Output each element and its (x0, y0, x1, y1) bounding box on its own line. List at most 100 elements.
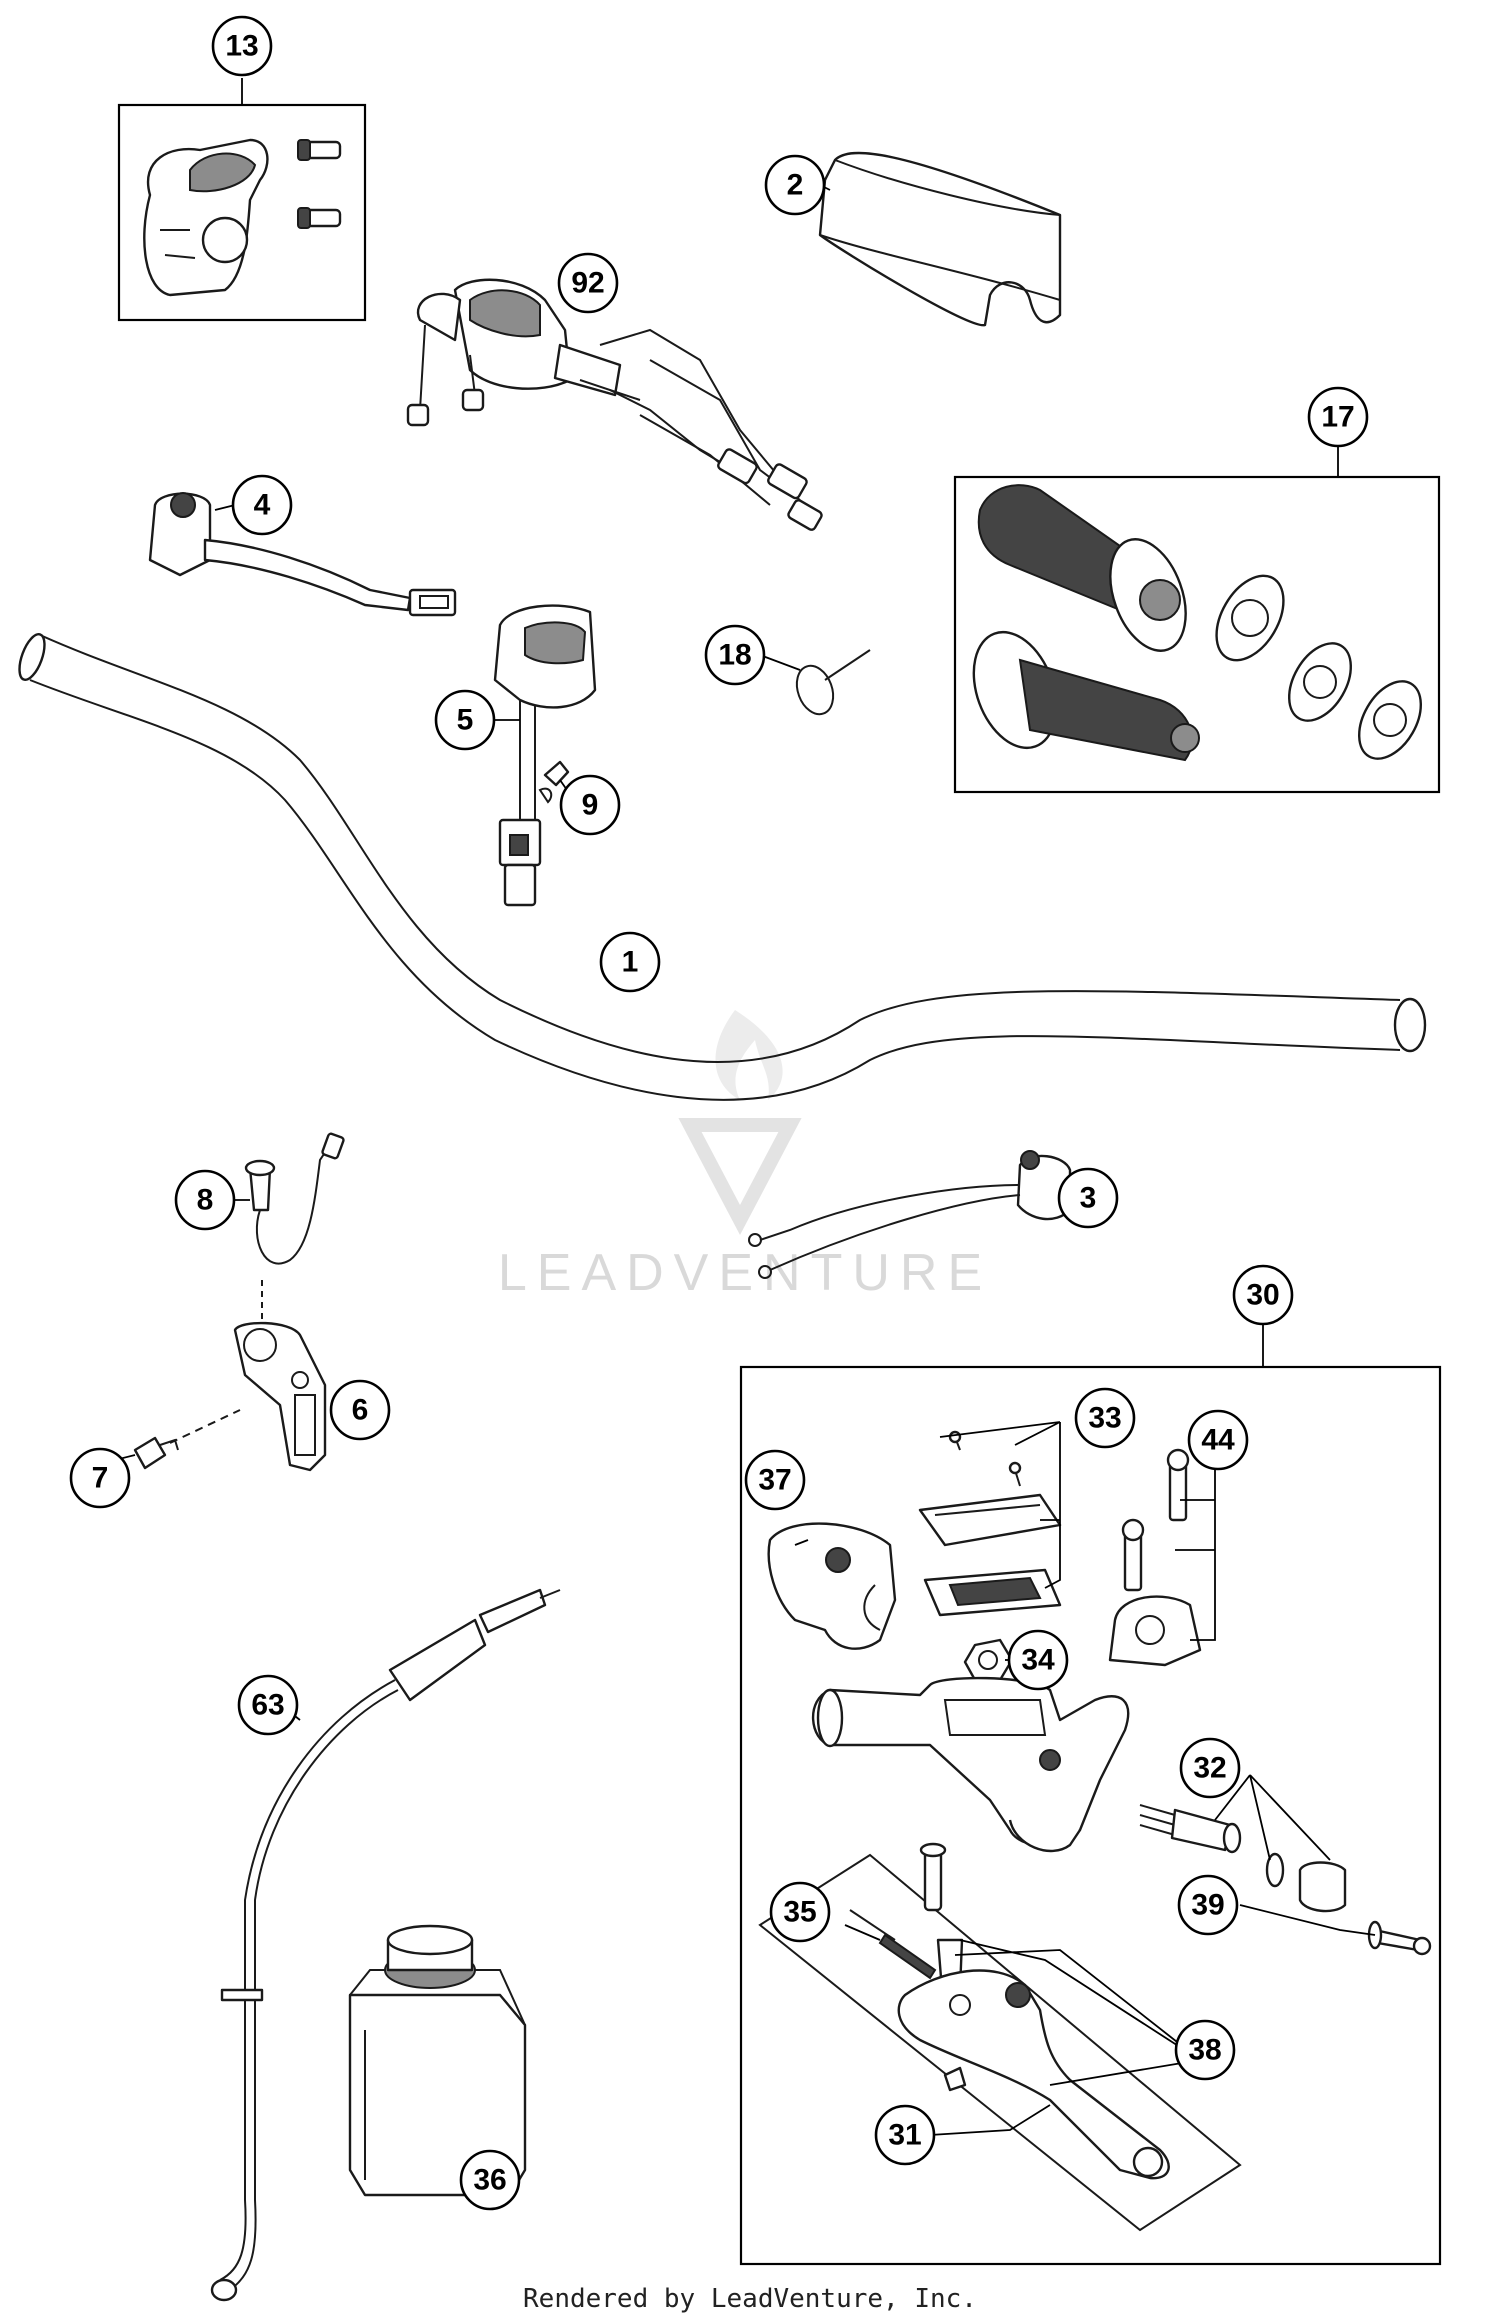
callout-circle (704, 624, 766, 686)
callout-circle (174, 1169, 236, 1231)
callout-31: 31 (874, 2104, 936, 2166)
callout-9: 9 (559, 774, 621, 836)
callout-6: 6 (329, 1379, 391, 1441)
part-5-map-switch (493, 604, 597, 907)
callout-number: 36 (473, 2164, 506, 2197)
callout-37: 37 (744, 1449, 806, 1511)
callout-8: 8 (174, 1169, 236, 1231)
callout-circle (769, 1881, 831, 1943)
callout-number: 6 (352, 1394, 369, 1427)
callout-number: 38 (1188, 2034, 1221, 2067)
callout-number: 39 (1191, 1889, 1224, 1922)
callout-number: 31 (888, 2119, 921, 2152)
callout-number: 33 (1088, 1402, 1121, 1435)
callout-5: 5 (434, 689, 496, 751)
part-36-fluid-bottle (348, 1924, 527, 2197)
callout-1: 1 (599, 931, 661, 993)
part-8-sensor (244, 1132, 345, 1320)
callout-34: 34 (1007, 1629, 1069, 1691)
callout-number: 44 (1201, 1424, 1235, 1457)
callout-number: 1 (622, 946, 639, 979)
callout-32: 32 (1179, 1737, 1241, 1799)
callout-circle (1187, 1409, 1249, 1471)
part-18-cable-tie (795, 649, 871, 716)
part-44-clamp-set (1108, 1448, 1202, 1667)
footer-credit: Rendered by LeadVenture, Inc. (523, 2284, 977, 2314)
part-1-handlebar (18, 632, 1427, 1101)
callout-4: 4 (231, 474, 293, 536)
callout-number: 7 (92, 1462, 109, 1495)
callout-number: 35 (783, 1896, 816, 1929)
callout-circle (231, 474, 293, 536)
callout-circle (744, 1449, 806, 1511)
callout-circle (1057, 1167, 1119, 1229)
callout-number: 18 (718, 639, 751, 672)
callout-2: 2 (764, 154, 826, 216)
part-6-bracket (233, 1321, 327, 1472)
callout-circle (874, 2104, 936, 2166)
box-30 (739, 1365, 1442, 2266)
master-cylinder-body (811, 1676, 1130, 1853)
part-34-nut (963, 1638, 1014, 1682)
callout-44: 44 (1187, 1409, 1249, 1471)
part-63-hose (210, 1588, 561, 2302)
callout-92: 92 (557, 252, 619, 314)
leader-lines (114, 78, 1376, 2186)
callout-circle (1232, 1264, 1294, 1326)
part-32-piston-kit (1139, 1804, 1347, 1913)
callout-36: 36 (459, 2149, 521, 2211)
callout-circle (557, 252, 619, 314)
callout-number: 8 (197, 1184, 214, 1217)
callout-number: 34 (1021, 1644, 1055, 1677)
part-17-grip-set (972, 484, 1422, 762)
callout-number: 92 (571, 267, 604, 300)
watermark: LEADVENTURE (498, 1010, 992, 1302)
callout-circle (237, 1674, 299, 1736)
callout-circle (599, 931, 661, 993)
part-33-cap-set (918, 1430, 1062, 1617)
callout-33: 33 (1074, 1387, 1136, 1449)
callout-18: 18 (704, 624, 766, 686)
callout-35: 35 (769, 1881, 831, 1943)
part-9-bulb (538, 760, 570, 804)
callout-63: 63 (237, 1674, 299, 1736)
part-92-throttle-assembly (406, 278, 823, 531)
callout-circle (1074, 1387, 1136, 1449)
part-2-handlebar-pad (818, 151, 1062, 327)
part-13-handlebar-clamp (143, 138, 342, 297)
part-4-switch (148, 492, 457, 617)
callout-circle (1007, 1629, 1069, 1691)
callout-circle (329, 1379, 391, 1441)
lever-assembly (758, 1842, 1242, 2232)
part-7-screw (133, 1409, 241, 1470)
part-3-switch (748, 1150, 1072, 1279)
callout-circle (69, 1447, 131, 1509)
callout-circle (434, 689, 496, 751)
callout-number: 4 (254, 489, 271, 522)
callout-circle (1307, 386, 1369, 448)
callout-circle (1174, 2019, 1236, 2081)
box-17 (953, 475, 1441, 794)
callout-number: 32 (1193, 1752, 1226, 1785)
callout-number: 9 (582, 789, 599, 822)
callout-number: 30 (1246, 1279, 1279, 1312)
callout-number: 63 (251, 1689, 284, 1722)
callout-number: 17 (1321, 401, 1354, 434)
callout-circle (764, 154, 826, 216)
callout-39: 39 (1177, 1874, 1239, 1936)
callout-circle (459, 2149, 521, 2211)
watermark-text: LEADVENTURE (498, 1244, 992, 1302)
callout-17: 17 (1307, 386, 1369, 448)
callout-circle (1179, 1737, 1241, 1799)
callout-circle (1177, 1874, 1239, 1936)
callout-number: 2 (787, 169, 804, 202)
callout-30: 30 (1232, 1264, 1294, 1326)
callout-circle (559, 774, 621, 836)
callout-number: 13 (225, 30, 258, 63)
callout-3: 3 (1057, 1167, 1119, 1229)
callout-7: 7 (69, 1447, 131, 1509)
callout-number: 5 (457, 704, 474, 737)
part-39-pushrod (1367, 1920, 1432, 1956)
callout-13: 13 (211, 15, 273, 77)
